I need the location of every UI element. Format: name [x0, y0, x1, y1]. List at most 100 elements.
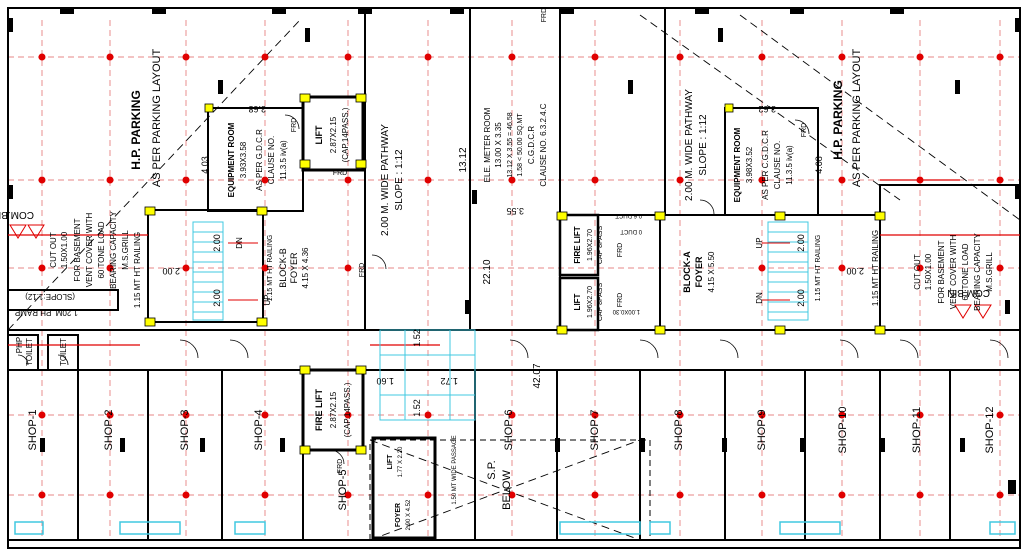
dim-200r: 2.00	[846, 266, 864, 276]
lift-small-size: 1.77 X 2.20	[398, 446, 404, 477]
fire-lift-a-size: 1.96X2.70	[587, 229, 594, 261]
column-dot	[996, 411, 1004, 419]
cutout-left-l4: VENT COVER WITH	[85, 213, 94, 288]
cutout-right-l2: 1.50X1.00	[924, 253, 933, 290]
column-dot	[758, 491, 766, 499]
column-dot	[838, 53, 846, 61]
toilet-label-2: TOILET	[59, 338, 68, 366]
cutout-right-l4: VENT COVER WITH	[949, 235, 958, 310]
column-dot	[38, 411, 46, 419]
column-dot	[344, 176, 352, 184]
shop-label-5: SHOP-5	[337, 470, 349, 511]
column-dot	[424, 411, 432, 419]
foyer-small-size: 2.90 X 4.52	[406, 499, 412, 530]
accent-lines	[8, 179, 1020, 346]
dim-2210: 22.10	[482, 259, 493, 284]
toilet-label: TOILET	[25, 338, 34, 366]
frd-2: FRD	[333, 170, 347, 177]
column-dot	[182, 53, 190, 61]
column-dot	[838, 176, 846, 184]
column-dot	[106, 411, 114, 419]
frd-6: FRD	[541, 8, 548, 22]
column-dot	[344, 491, 352, 499]
com-bin-markers	[9, 224, 992, 319]
column-dot	[106, 491, 114, 499]
shop-label-1: SHOP-1	[27, 410, 39, 451]
equip-left-l2: CLAUSE NO.	[267, 136, 276, 184]
lift-b-title: LIFT	[314, 125, 324, 144]
column-dot	[916, 53, 924, 61]
column-dot	[758, 411, 766, 419]
railing-b-stair: 1.15 MT HT RAILING	[267, 235, 274, 302]
cutout-right-l1: CUT OUT	[913, 254, 922, 290]
column-dot	[508, 491, 516, 499]
shop-label-9: SHOP-9	[756, 410, 768, 451]
frd-8: FRD	[337, 459, 344, 473]
equip-left-l1: AS PER G.D.C.R	[255, 129, 264, 191]
railing-right: 1.15 MT HT RAILING	[871, 230, 880, 306]
column-dot	[344, 53, 352, 61]
stair-b-dn: DN	[235, 237, 244, 249]
column-dot	[676, 53, 684, 61]
shop-label-4: SHOP-4	[253, 410, 265, 451]
dim-200l: 2.00	[162, 266, 180, 276]
shop-front-grills	[14, 521, 1016, 535]
column-dot	[106, 264, 114, 272]
fire-lift-a-cap: CAP 8PASS	[597, 226, 604, 265]
parking-right-sub: AS PER PARKING LAYOUT	[851, 49, 863, 188]
column-dot	[261, 53, 269, 61]
column-dot	[758, 264, 766, 272]
column-dot	[38, 491, 46, 499]
frd-4: FRD	[617, 243, 624, 257]
stair-block-a	[767, 221, 809, 321]
column-dots	[38, 53, 1004, 499]
dim-4207: 42.07	[532, 363, 543, 388]
column-dot	[182, 264, 190, 272]
column-dot	[996, 264, 1004, 272]
dim-160: 1.60	[376, 376, 394, 386]
stair-b-w1: 2.00	[212, 234, 222, 252]
dim-408: 4.08	[814, 156, 824, 174]
equip-left-size: 3.93X3.58	[239, 141, 248, 178]
column-dot	[182, 176, 190, 184]
column-dot	[676, 176, 684, 184]
column-dot	[758, 53, 766, 61]
column-dot	[106, 53, 114, 61]
foyer-b-title: BLOCK-B	[278, 248, 288, 288]
dim-368: 3.68	[248, 104, 266, 114]
column-dot	[106, 176, 114, 184]
duct-1: 0 DUCT	[620, 228, 642, 234]
core-blocks	[144, 93, 886, 455]
column-dot	[38, 53, 46, 61]
lift-b-size: 2.87X2.15	[329, 116, 338, 153]
frd-3: FRD	[359, 263, 366, 277]
equip-right-l2: CLAUSE NO.	[773, 141, 782, 189]
column-dot	[38, 176, 46, 184]
cutout-left-l3: FOR BASEMENT	[73, 218, 82, 281]
cutout-right-l7: M.S.GRILL	[985, 252, 994, 292]
column-dot	[261, 176, 269, 184]
meter-room-l5: C.G.D.C.R	[527, 126, 536, 164]
equip-right-l1: AS PER C.G.D.C.R	[761, 130, 770, 200]
shop-label-2: SHOP-2	[103, 410, 115, 451]
lift-a-title: LIFT	[573, 293, 582, 310]
dim-152a: 1.52	[412, 329, 422, 347]
cutout-right-l3: FOR BASEMENT	[937, 240, 946, 303]
shop-label-7: SHOP-7	[589, 410, 601, 451]
cutout-left-l6: BEARING CAPACITY	[109, 211, 118, 289]
pathway-center-l1: 2.00 M. WIDE PATHWAY	[380, 124, 391, 236]
column-dot	[676, 491, 684, 499]
foyer-a-size: 4.15 X 5.50	[707, 251, 716, 292]
cutout-right-l6: BEARING CAPACITY	[973, 233, 982, 311]
column-dot	[996, 176, 1004, 184]
lift-b-cap: (CAP.14PASS.)	[341, 107, 350, 162]
shop-label-6: SHOP-6	[503, 410, 515, 451]
column-dot	[916, 264, 924, 272]
ramp-slope: (SLOPE:1:12)	[25, 292, 75, 301]
central-cross-grid	[379, 329, 476, 421]
equip-left-l3: 11.3.5 iv(a)	[279, 140, 288, 180]
meter-room-l6: CLAUSE NO. 6.3.2.4.C	[539, 103, 548, 186]
column-dot	[261, 411, 269, 419]
fire-lift-b-cap: (CAP.14PASS.)	[343, 382, 352, 437]
